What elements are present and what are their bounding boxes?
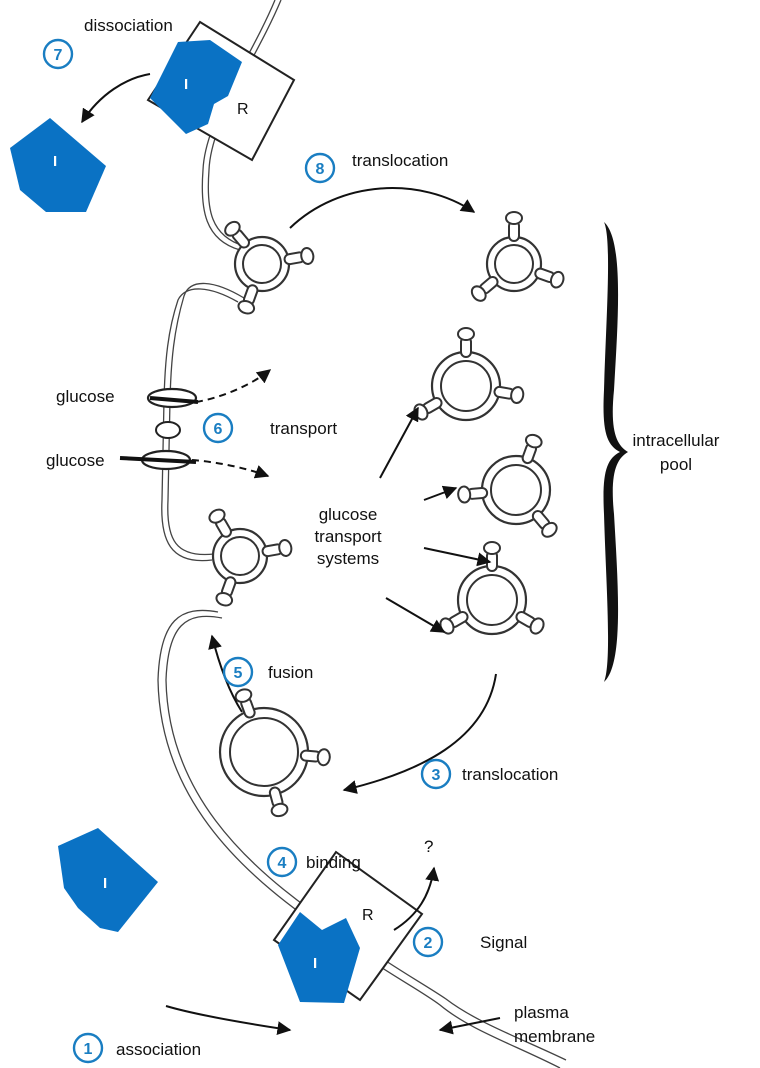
- step-7-number: 7: [54, 47, 63, 64]
- glucose-label-lower: glucose: [46, 451, 105, 470]
- insulin-bound-top-label: I: [184, 76, 188, 93]
- step-4-label: binding: [306, 853, 361, 872]
- step-2-label: Signal: [480, 933, 527, 952]
- transport-systems-label-line2: transport: [314, 527, 381, 546]
- step-5-badge: 5: [224, 658, 252, 686]
- receptor-bottom: R I: [274, 852, 422, 1003]
- plasma-membrane-label-line2: membrane: [514, 1027, 595, 1046]
- step-2-number: 2: [424, 935, 433, 952]
- arrow-glucose-uptake-lower: [192, 460, 268, 476]
- step-1-number: 1: [84, 1041, 93, 1058]
- arrow-transport-system-3: [424, 548, 490, 562]
- plasma-membrane-label-line1: plasma: [514, 1003, 569, 1022]
- vesicle-binding: [220, 687, 330, 818]
- transport-systems-label-line1: glucose: [319, 505, 378, 524]
- arrow-plasma-membrane: [440, 1018, 500, 1030]
- arrow-transport-system-1: [380, 408, 418, 478]
- insulin-label-bottom: I: [103, 875, 107, 892]
- receptor-label: R: [362, 907, 374, 924]
- unknown-signal-mark: ?: [424, 837, 433, 856]
- glucose-transporter-middle: [156, 422, 180, 438]
- vesicle-pool-3: [458, 433, 560, 540]
- step-8-label: translocation: [352, 151, 448, 170]
- step-7-label: dissociation: [84, 16, 173, 35]
- arrow-transport-system-2: [424, 488, 456, 500]
- step-2-badge: 2: [414, 928, 442, 956]
- arrow-glucose-uptake-upper: [196, 370, 270, 402]
- intracellular-pool-label-line2: pool: [660, 455, 692, 474]
- intracellular-pool-brace: [604, 222, 628, 682]
- step-7-badge: 7: [44, 40, 72, 68]
- step-3-label: translocation: [462, 765, 558, 784]
- step-3-number: 3: [432, 767, 441, 784]
- receptor-top: R I: [148, 22, 294, 160]
- arrow-transport-system-4: [386, 598, 444, 632]
- arrow-translocation-8: [290, 188, 474, 228]
- step-8-badge: 8: [306, 154, 334, 182]
- arrow-dissociation: [82, 74, 150, 122]
- receptor-top-label: R: [237, 101, 249, 118]
- step-1-label: association: [116, 1040, 201, 1059]
- step-5-number: 5: [234, 665, 243, 682]
- step-5-label: fusion: [268, 663, 313, 682]
- step-1-badge: 1: [74, 1034, 102, 1062]
- insulin-free-top: I: [10, 118, 106, 212]
- insulin-label-top: I: [53, 153, 57, 170]
- vesicle-pool-4: [438, 542, 546, 636]
- intracellular-pool-label-line1: intracellular: [633, 431, 720, 450]
- step-6-number: 6: [214, 421, 223, 438]
- step-6-badge: 6: [204, 414, 232, 442]
- step-8-number: 8: [316, 161, 325, 178]
- glucose-label-upper: glucose: [56, 387, 115, 406]
- insulin-bound-label: I: [313, 955, 317, 972]
- vesicle-docked-bottom: [207, 507, 293, 608]
- step-3-badge: 3: [422, 760, 450, 788]
- vesicle-pool-1: [469, 212, 566, 304]
- vesicle-pool-2: [412, 328, 525, 422]
- transport-systems-label-line3: systems: [317, 549, 379, 568]
- step-6-label: transport: [270, 419, 337, 438]
- step-4-badge: 4: [268, 848, 296, 876]
- insulin-free-bottom: I: [58, 828, 158, 932]
- arrow-association: [166, 1006, 290, 1030]
- step-4-number: 4: [278, 855, 287, 872]
